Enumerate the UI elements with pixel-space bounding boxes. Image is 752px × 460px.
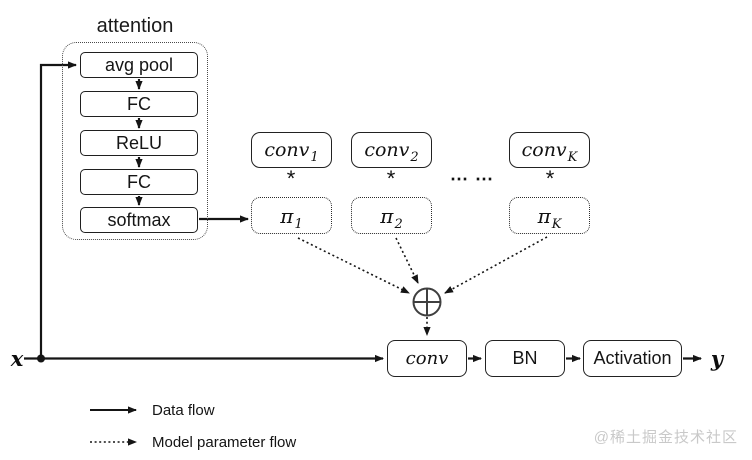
- junction-dot: [37, 354, 45, 363]
- sum-icon: [412, 287, 442, 317]
- kernel-label: conv1: [264, 139, 319, 165]
- legend-data-flow-label: Data flow: [152, 402, 215, 419]
- attention-layer-relu: ReLU: [80, 130, 198, 156]
- multiply-symbol-K: *: [545, 166, 555, 191]
- weight-box-2: π2: [351, 197, 432, 234]
- watermark: @稀土掘金技术社区: [593, 429, 738, 446]
- x-to-avgpool-arrow: [39, 61, 77, 359]
- weight-box-1: π1: [251, 197, 332, 234]
- legend-param-flow-label: Model parameter flow: [152, 434, 297, 451]
- attention-module-frame: [62, 42, 208, 240]
- multiply-symbol-2: *: [386, 166, 396, 191]
- kernel-label: conv2: [364, 139, 419, 165]
- weight-box-K: πK: [509, 197, 590, 234]
- attention-layer-avgpool: avg pool: [80, 52, 198, 78]
- pipeline-conv-box: conv: [387, 340, 467, 377]
- attention-title: attention: [96, 15, 174, 37]
- attention-layer-softmax: softmax: [80, 207, 198, 233]
- input-label-x: x: [10, 345, 24, 371]
- ellipsis: ⋯ ⋯: [449, 169, 494, 189]
- pipeline-activation-box: Activation: [583, 340, 682, 377]
- pi2-to-sum-arrow: [395, 237, 419, 284]
- kernel-box-2: conv2: [351, 132, 432, 168]
- weight-label: π1: [280, 203, 303, 232]
- pi1-to-sum-arrow: [297, 237, 410, 294]
- piK-to-sum-arrow: [444, 236, 548, 294]
- multiply-symbol-1: *: [286, 166, 296, 191]
- weight-label: π2: [380, 203, 403, 232]
- kernel-box-K: convK: [509, 132, 590, 168]
- attention-layer-fc2: FC: [80, 169, 198, 195]
- output-label-y: y: [710, 345, 724, 371]
- kernel-label: convK: [521, 139, 578, 165]
- kernel-box-1: conv1: [251, 132, 332, 168]
- attention-layer-fc1: FC: [80, 91, 198, 117]
- pipeline-bn-box: BN: [485, 340, 565, 377]
- weight-label: πK: [537, 203, 562, 232]
